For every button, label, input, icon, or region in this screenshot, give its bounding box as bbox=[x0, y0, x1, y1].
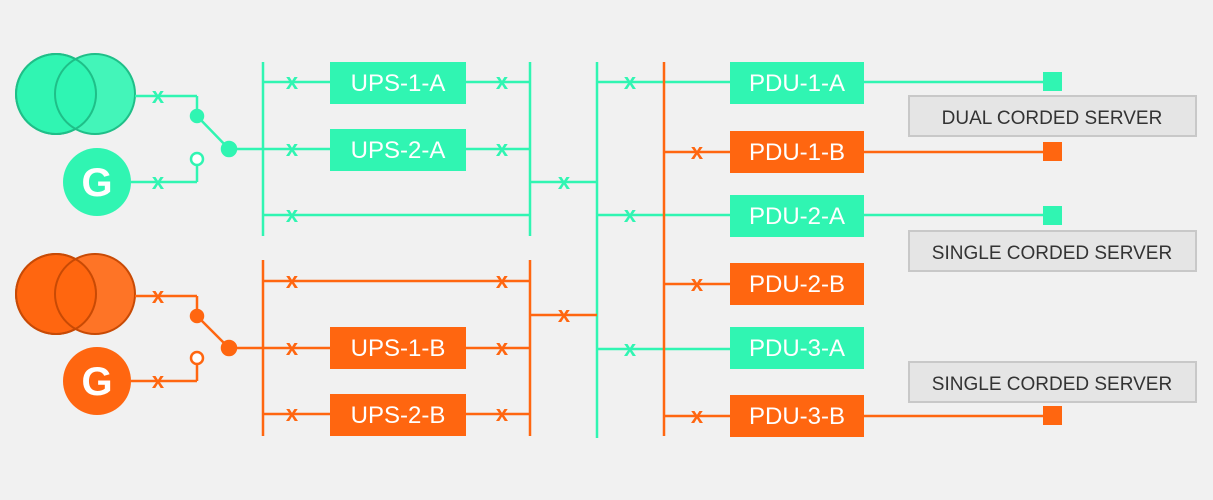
breaker-mark: x bbox=[152, 169, 165, 194]
breaker-mark: x bbox=[286, 69, 299, 94]
breaker-mark: x bbox=[286, 268, 299, 293]
breaker-mark: x bbox=[691, 139, 704, 164]
ups-1-b-label: UPS-1-B bbox=[351, 335, 446, 362]
server-3-b-terminal bbox=[1043, 406, 1062, 425]
server-1-a-terminal bbox=[1043, 72, 1062, 91]
ats-a-utility-contact bbox=[189, 108, 205, 124]
breaker-mark: x bbox=[152, 283, 165, 308]
breaker-mark: x bbox=[624, 69, 637, 94]
breakers: x x x x x x x x x x x x x x x x x x x x x x x bbox=[152, 69, 704, 428]
single-corded-server-2: SINGLE CORDED SERVER bbox=[908, 361, 1197, 403]
dual-corded-server-label: DUAL CORDED SERVER bbox=[942, 108, 1163, 129]
ups-1-b: UPS-1-B bbox=[330, 327, 466, 369]
ups-2-a: UPS-2-A bbox=[330, 129, 466, 171]
b-path bbox=[15, 62, 1048, 436]
ups-2-a-label: UPS-2-A bbox=[351, 137, 446, 164]
generator-a-icon bbox=[63, 148, 131, 216]
breaker-mark: x bbox=[496, 268, 509, 293]
breaker-mark: x bbox=[286, 401, 299, 426]
breaker-mark: x bbox=[691, 271, 704, 296]
generator-a-label: G bbox=[81, 161, 112, 205]
breaker-mark: x bbox=[286, 335, 299, 360]
pdu-3-a: PDU-3-A bbox=[730, 327, 864, 369]
pdu-1-b: PDU-1-B bbox=[730, 131, 864, 173]
pdu-2-a-label: PDU-2-A bbox=[749, 203, 845, 230]
generator-b-icon bbox=[63, 347, 131, 415]
ats-b-utility-contact bbox=[189, 308, 205, 324]
ats-a-generator-contact bbox=[189, 151, 205, 167]
ups-2-b-label: UPS-2-B bbox=[351, 402, 446, 429]
pdu-3-a-label: PDU-3-A bbox=[749, 335, 845, 362]
breaker-mark: x bbox=[496, 136, 509, 161]
pdu-3-b-label: PDU-3-B bbox=[749, 403, 845, 430]
a-path bbox=[15, 53, 1048, 438]
dual-corded-server: DUAL CORDED SERVER bbox=[908, 95, 1197, 137]
breaker-mark: x bbox=[496, 401, 509, 426]
server-2-a-terminal bbox=[1043, 206, 1062, 225]
breaker-mark: x bbox=[558, 302, 571, 327]
ats-b-generator-contact bbox=[189, 350, 205, 366]
breaker-mark: x bbox=[624, 202, 637, 227]
pdu-1-a: PDU-1-A bbox=[730, 62, 864, 104]
breaker-mark: x bbox=[496, 335, 509, 360]
pdu-1-a-label: PDU-1-A bbox=[749, 70, 845, 97]
breaker-mark: x bbox=[496, 69, 509, 94]
pdu-1-b-label: PDU-1-B bbox=[749, 139, 845, 166]
pdu-2-b-label: PDU-2-B bbox=[749, 271, 845, 298]
ups-1-a-label: UPS-1-A bbox=[351, 70, 446, 97]
pdu-2-b: PDU-2-B bbox=[730, 263, 864, 305]
breaker-mark: x bbox=[624, 336, 637, 361]
pdu-3-b: PDU-3-B bbox=[730, 395, 864, 437]
breaker-mark: x bbox=[152, 83, 165, 108]
breaker-mark: x bbox=[152, 368, 165, 393]
single-corded-server-1: SINGLE CORDED SERVER bbox=[908, 230, 1197, 272]
pdu-2-a: PDU-2-A bbox=[730, 195, 864, 237]
breaker-mark: x bbox=[286, 136, 299, 161]
generator-b-label: G bbox=[81, 360, 112, 404]
single-corded-server-2-label: SINGLE CORDED SERVER bbox=[932, 374, 1172, 395]
single-corded-server-1-label: SINGLE CORDED SERVER bbox=[932, 243, 1172, 264]
breaker-mark: x bbox=[558, 169, 571, 194]
breaker-mark: x bbox=[286, 202, 299, 227]
server-1-b-terminal bbox=[1043, 142, 1062, 161]
breaker-mark: x bbox=[691, 403, 704, 428]
ups-1-a: UPS-1-A bbox=[330, 62, 466, 104]
ups-2-b: UPS-2-B bbox=[330, 394, 466, 436]
